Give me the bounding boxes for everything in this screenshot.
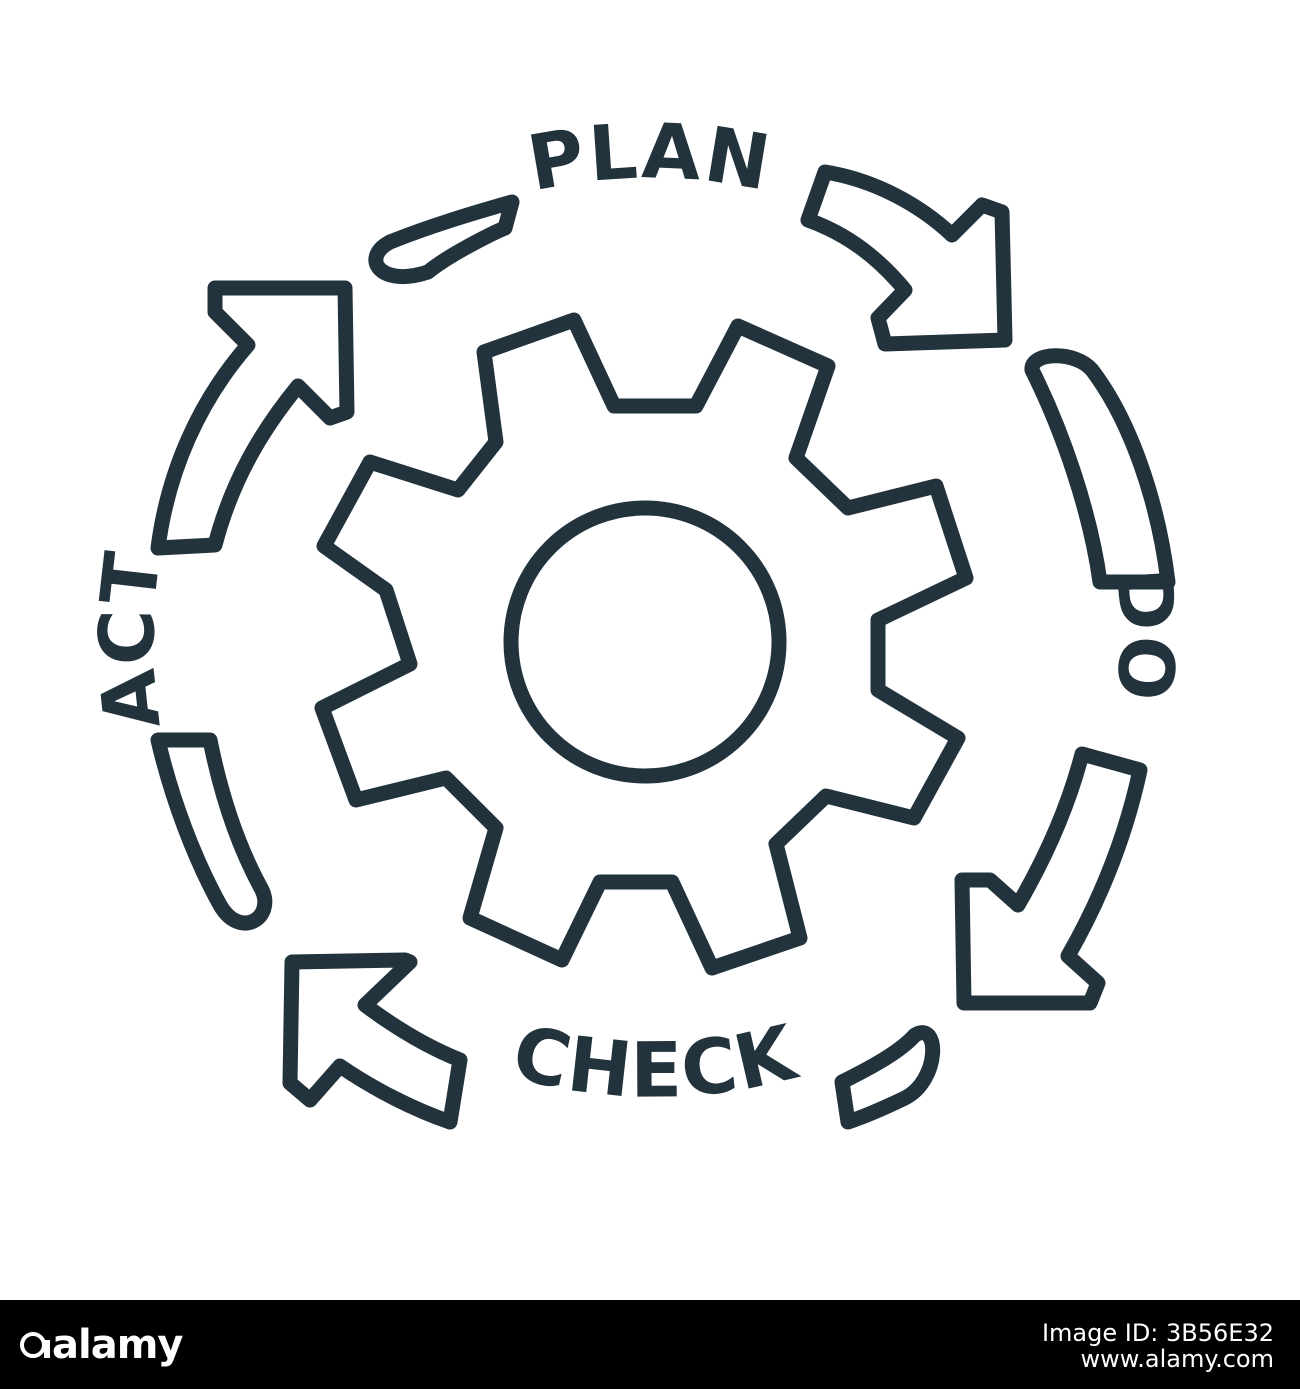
gear-center-hole [503, 500, 787, 784]
check-arrow [282, 952, 941, 1130]
site-url: www.alamy.com [1080, 1345, 1274, 1373]
act-arrow [150, 280, 355, 931]
do-arrow [954, 348, 1176, 1011]
plan-arrow [368, 164, 1013, 352]
image-meta: Image ID: 3B56E32 www.alamy.com [1042, 1320, 1274, 1372]
gear-icon [314, 312, 974, 976]
stock-footer-bar: alamy Image ID: 3B56E32 www.alamy.com [0, 1300, 1300, 1389]
logo-mark-icon [20, 1332, 50, 1358]
act-label: ACT [82, 546, 178, 734]
plan-label: PLAN [522, 106, 778, 208]
pdca-cycle-diagram: PLAN DO CHECK ACT [82, 106, 1192, 1130]
check-label: CHECK [505, 1007, 807, 1115]
do-label: DO [1099, 565, 1192, 706]
stock-logo: alamy [20, 1320, 183, 1370]
image-id: Image ID: 3B56E32 [1041, 1319, 1274, 1347]
